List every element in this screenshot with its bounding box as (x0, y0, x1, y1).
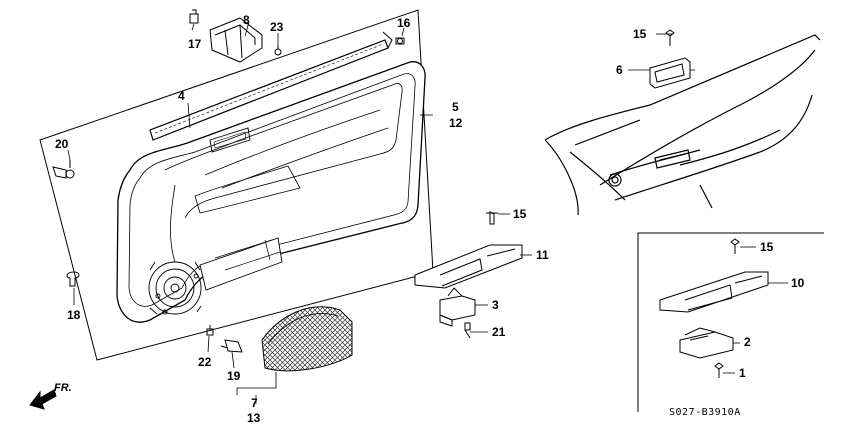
inset-frame (637, 232, 824, 412)
front-direction-label: FR. (54, 382, 72, 394)
power-window-switch (439, 287, 476, 327)
front-direction-arrow (29, 389, 57, 410)
leader-lines (67, 21, 788, 404)
callout-1: 1 (739, 366, 746, 380)
callout-15-top: 15 (633, 27, 647, 41)
callout-17: 17 (188, 37, 202, 51)
callout-5: 5 (452, 100, 459, 114)
weatherstrip-part (149, 31, 393, 141)
door-shell-view (544, 34, 821, 216)
callout-21: 21 (492, 325, 506, 339)
callout-15-inset: 15 (760, 240, 774, 254)
callout-23: 23 (270, 20, 284, 34)
callout-8: 8 (243, 13, 250, 27)
callout-6: 6 (616, 63, 623, 77)
callout-10: 10 (791, 276, 805, 290)
switch-panel-part (414, 244, 523, 289)
callout-7: 7 (251, 396, 258, 410)
inset-switch-panel (659, 271, 769, 313)
callout-12: 12 (449, 116, 463, 130)
callout-3: 3 (492, 298, 499, 312)
callout-4: 4 (178, 89, 185, 103)
speaker-grille (148, 261, 202, 315)
speaker-mesh-cover (261, 306, 353, 372)
inset-switch (679, 327, 734, 359)
door-trim-panel (116, 61, 426, 323)
callout-20: 20 (55, 137, 69, 151)
callout-13: 13 (247, 411, 261, 425)
callout-18: 18 (67, 308, 81, 322)
callout-19: 19 (227, 369, 241, 383)
callout-16: 16 (397, 16, 411, 30)
door-pocket-part (649, 57, 691, 89)
callout-11: 11 (536, 248, 549, 262)
fasteners (52, 29, 740, 378)
callout-22: 22 (198, 355, 212, 369)
callout-15-left: 15 (513, 207, 527, 221)
diagram-code: S027-B3910A (669, 407, 741, 418)
callout-2: 2 (744, 335, 751, 349)
bracket-part (189, 9, 263, 63)
